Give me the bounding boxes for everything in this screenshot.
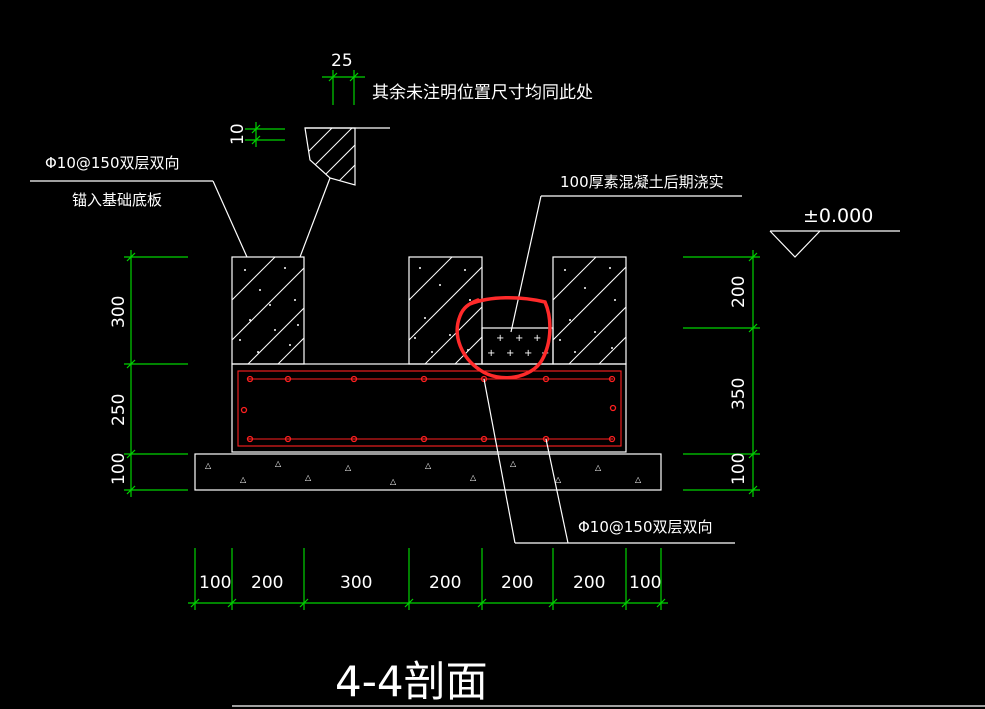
- svg-text:△: △: [595, 463, 602, 472]
- svg-text:△: △: [510, 459, 517, 468]
- svg-text:△: △: [345, 463, 352, 472]
- svg-text:△: △: [305, 473, 312, 482]
- right-dim-200: 200: [729, 276, 749, 308]
- left-dim-250: 250: [109, 394, 129, 426]
- left-dim-100: 100: [109, 453, 129, 485]
- svg-text:△: △: [635, 475, 642, 484]
- cushion-layer: △ △ △ △ △ △ △ △ △ △ △ △: [194, 453, 662, 491]
- drawing-title: 4-4剖面: [335, 657, 488, 706]
- bottom-dim-4: 200: [429, 573, 461, 593]
- svg-text:△: △: [275, 459, 282, 468]
- wall-right: [552, 256, 627, 365]
- left-dimension-chain: 300 250 100: [109, 250, 188, 497]
- left-rebar-text-2: 锚入基础底板: [72, 191, 162, 209]
- bottom-rebar-text: Φ10@150双层双向: [578, 518, 713, 536]
- svg-text:+: +: [487, 348, 495, 359]
- general-note: 其余未注明位置尺寸均同此处: [372, 83, 593, 103]
- right-dim-350: 350: [729, 378, 749, 410]
- fill-note: 100厚素混凝土后期浇实: [510, 173, 742, 333]
- svg-text:+: +: [533, 333, 541, 344]
- svg-text:△: △: [240, 475, 247, 484]
- svg-text:+: +: [515, 333, 523, 344]
- elevation-text: ±0.000: [803, 205, 873, 227]
- bottom-rebar-note: Φ10@150双层双向: [483, 378, 735, 544]
- chamfer-detail: 10: [228, 122, 390, 186]
- right-dim-100: 100: [729, 453, 749, 485]
- bottom-dim-1: 100: [199, 573, 231, 593]
- right-dimension-chain: 200 350 100: [683, 250, 760, 497]
- svg-text:+: +: [506, 348, 514, 359]
- wall-middle: [408, 256, 483, 365]
- svg-text:+: +: [524, 348, 532, 359]
- svg-text:△: △: [425, 461, 432, 470]
- dim-10-label: 10: [228, 123, 248, 145]
- base-slab: [231, 363, 627, 453]
- fill-note-text: 100厚素混凝土后期浇实: [560, 173, 724, 191]
- svg-text:+: +: [496, 333, 504, 344]
- left-rebar-note: Φ10@150双层双向 锚入基础底板: [30, 154, 331, 258]
- highlight-circle: [455, 295, 552, 380]
- svg-text:△: △: [555, 475, 562, 484]
- top-note-group: 25 其余未注明位置尺寸均同此处: [322, 51, 593, 105]
- bottom-dimension-chain: 100 200 300 200 200 200 100: [188, 548, 668, 610]
- rebar-dots: [240, 375, 617, 443]
- bottom-dim-5: 200: [501, 573, 533, 593]
- left-rebar-text-1: Φ10@150双层双向: [45, 154, 180, 172]
- bottom-dim-3: 300: [340, 573, 372, 593]
- wall-left: [231, 256, 305, 365]
- left-dim-300: 300: [109, 296, 129, 328]
- svg-text:△: △: [470, 473, 477, 482]
- bottom-dim-6: 200: [573, 573, 605, 593]
- bottom-dim-2: 200: [251, 573, 283, 593]
- svg-text:△: △: [390, 477, 397, 486]
- bottom-dim-7: 100: [629, 573, 661, 593]
- elevation-mark: ±0.000: [769, 205, 900, 258]
- svg-text:△: △: [205, 461, 212, 470]
- dim-25-label: 25: [331, 51, 353, 71]
